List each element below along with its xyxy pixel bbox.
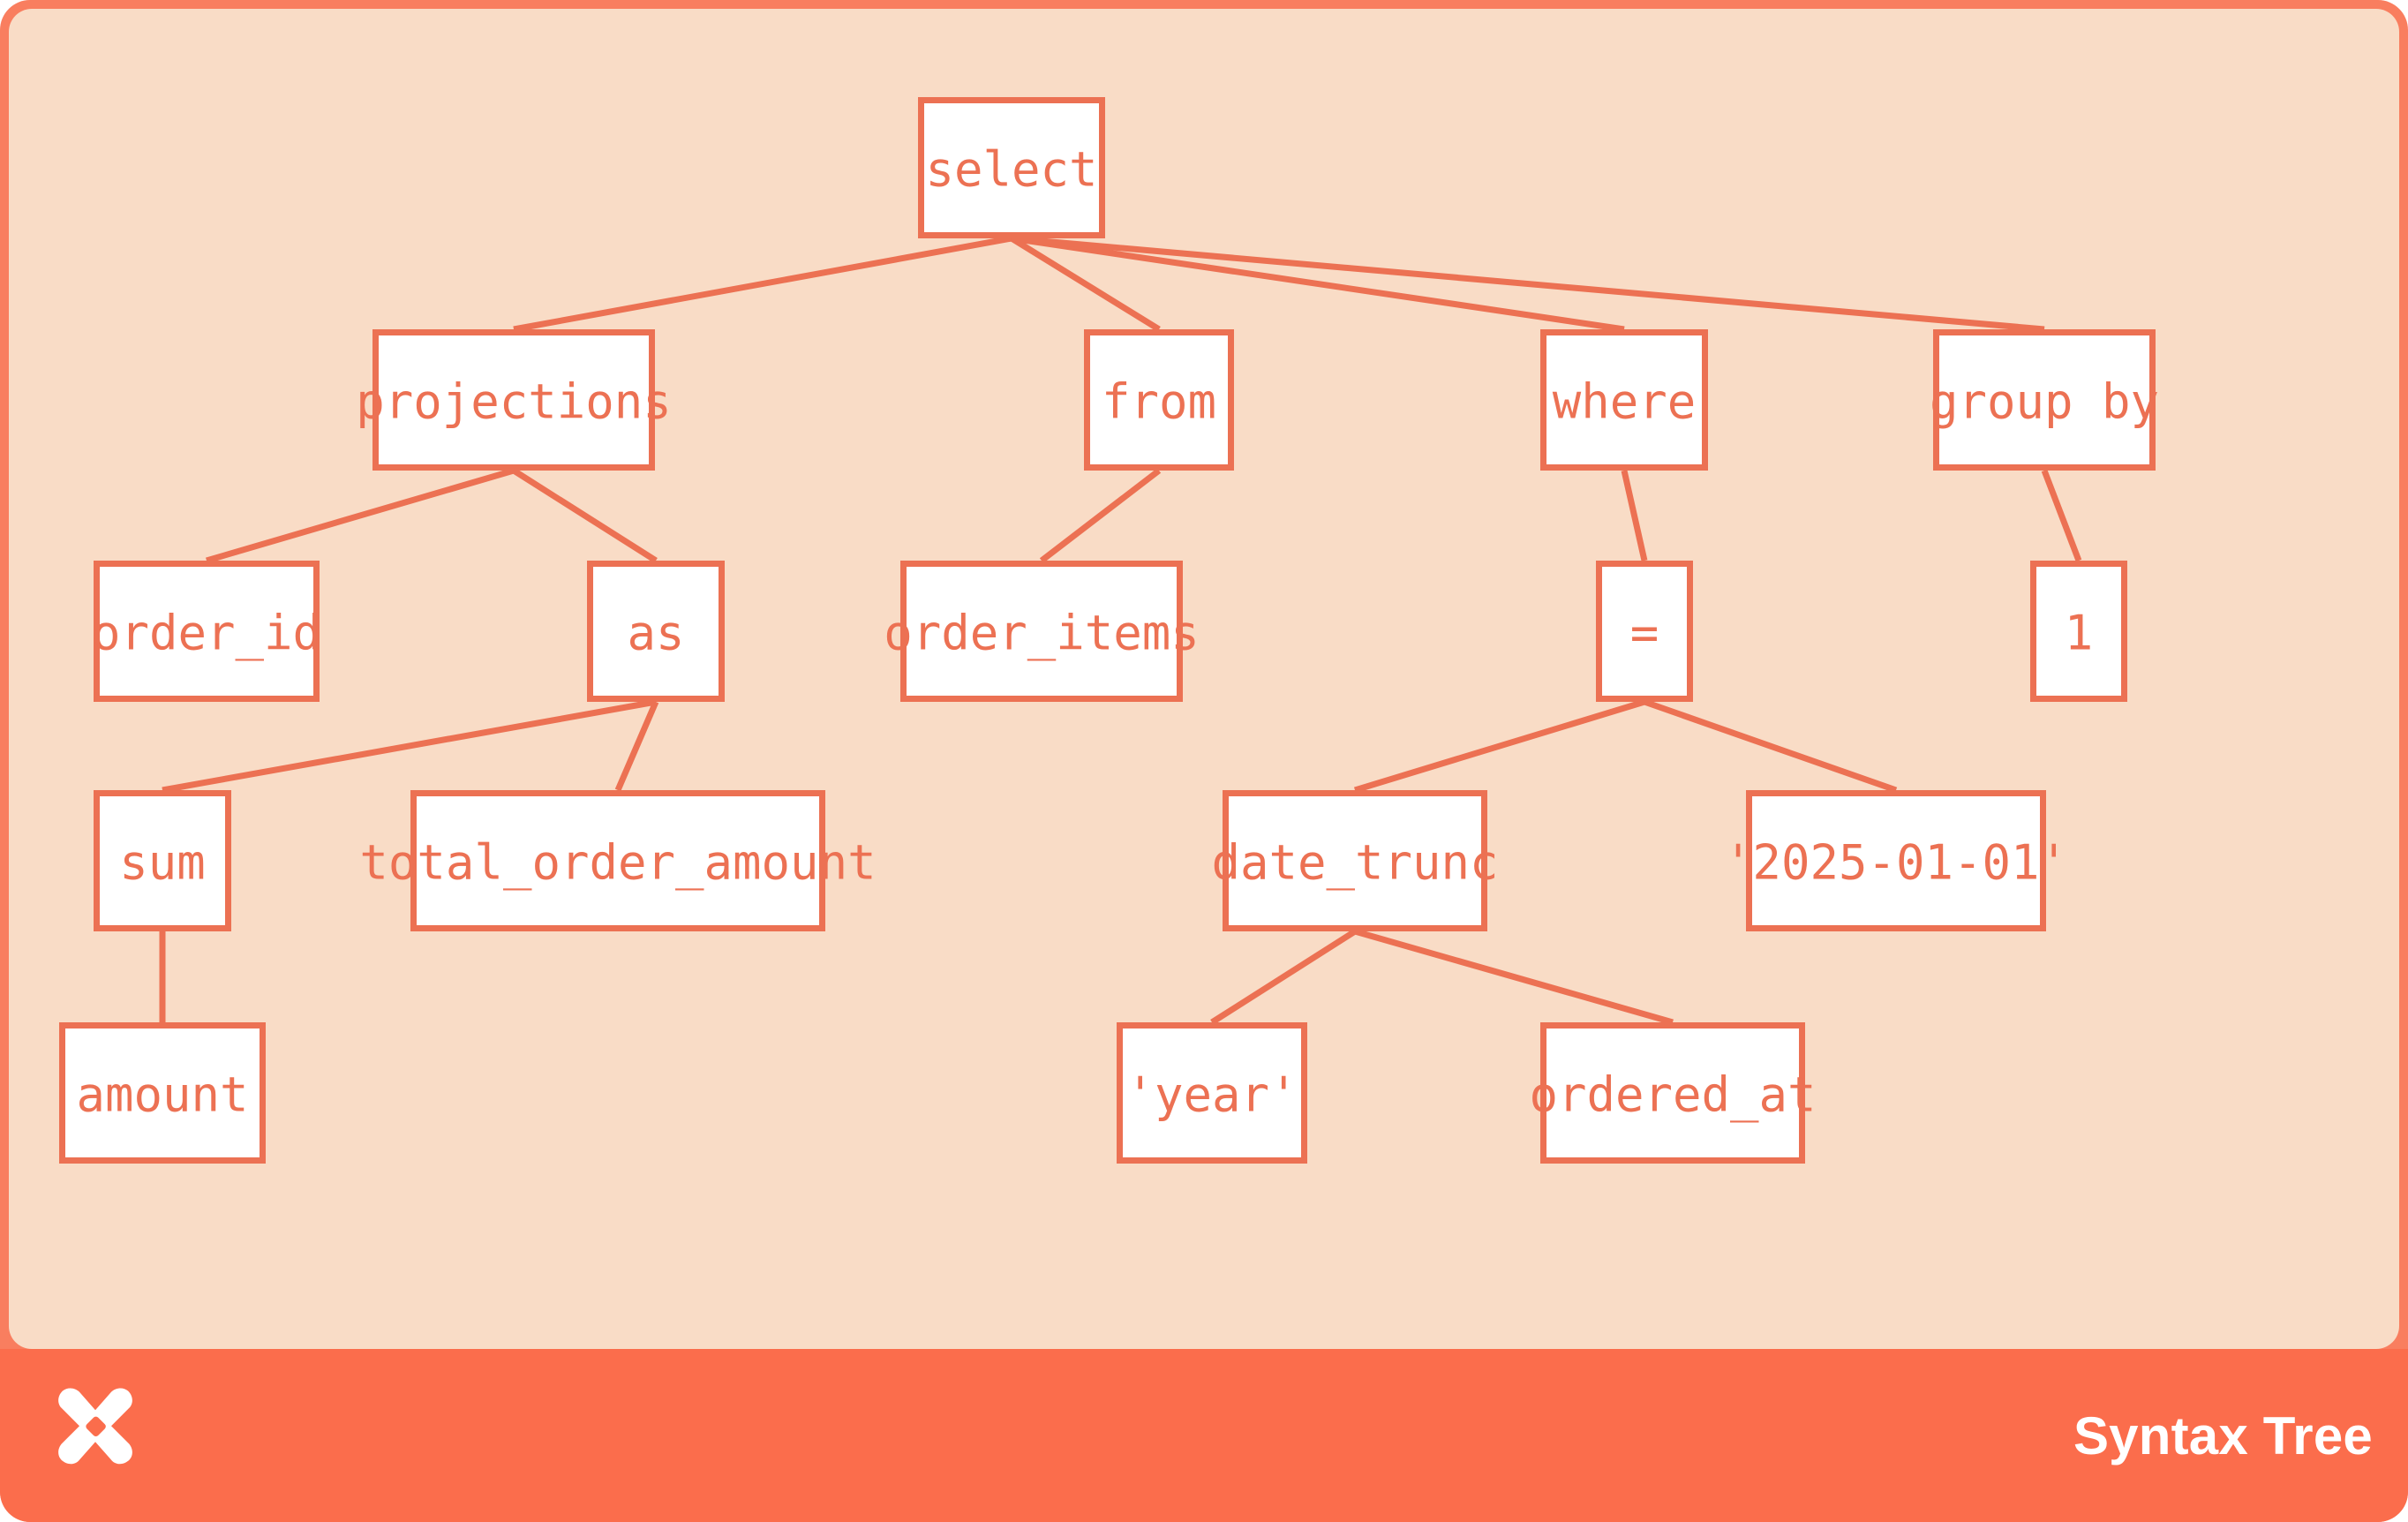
tree-node-box: [1596, 561, 1693, 702]
tree-node-label: where: [1553, 374, 1697, 430]
tree-edge: [1643, 698, 1898, 794]
tree-node-box: [1540, 329, 1708, 471]
tree-node[interactable]: where: [1540, 329, 1708, 471]
tree-node-layer: select projections from where group by order_…: [59, 97, 2159, 1164]
tree-edge: [1010, 236, 1161, 332]
tree-node[interactable]: order_id: [92, 561, 321, 702]
tree-node-box: [94, 561, 320, 702]
tree-node[interactable]: as: [587, 561, 725, 702]
tree-node-label: 1: [2065, 606, 2094, 661]
footer-bar: Syntax Tree: [0, 1349, 2408, 1522]
tree-edge: [1210, 929, 1357, 1025]
tree-node-box: [410, 790, 825, 931]
tree-node[interactable]: group by: [1930, 329, 2159, 471]
tree-edge: [206, 467, 515, 564]
tree-edge: [1354, 928, 1674, 1026]
tree-node[interactable]: select: [918, 97, 1105, 238]
tree-node[interactable]: total_order_amount: [359, 790, 877, 931]
tree-node-label: order_items: [884, 606, 1200, 661]
tree-node[interactable]: order_items: [884, 561, 1200, 702]
tree-node-box: [1540, 1022, 1805, 1164]
tree-edge: [1011, 235, 1625, 333]
tree-node-label: sum: [119, 835, 206, 891]
tree-node-box: [1117, 1022, 1307, 1164]
tree-node-box: [1223, 790, 1487, 931]
tree-edge: [1621, 470, 1648, 561]
tree-node-label: select: [925, 142, 1097, 198]
tree-node-box: [587, 561, 725, 702]
tree-edge: [1039, 468, 1162, 563]
tree-node-label: 'year': [1125, 1067, 1298, 1123]
tree-node-label: amount: [76, 1067, 248, 1123]
tree-edge-layer: [159, 235, 2082, 1026]
tree-node[interactable]: ordered_at: [1529, 1022, 1817, 1164]
tree-node-label: as: [627, 606, 684, 661]
diagram-canvas: select projections from where group by order_…: [9, 9, 2399, 1349]
tree-edge: [614, 700, 659, 792]
tree-node[interactable]: '2025-01-01': [1724, 790, 2068, 931]
tree-node-label: projections: [356, 374, 672, 430]
tree-node-label: total_order_amount: [359, 835, 876, 891]
tree-node-label: ordered_at: [1529, 1067, 1816, 1123]
tree-edge: [1011, 235, 2045, 333]
tree-node[interactable]: projections: [356, 329, 672, 471]
tree-node-box: [900, 561, 1183, 702]
tree-edge: [1353, 698, 1646, 794]
tree-node-label: from: [1102, 374, 1216, 430]
tree-node-box: [2030, 561, 2127, 702]
tree-node-label: group by: [1930, 374, 2159, 430]
tree-node[interactable]: from: [1084, 329, 1234, 471]
tree-node-label: =: [1630, 606, 1659, 661]
tree-node-box: [1933, 329, 2156, 471]
tree-node[interactable]: sum: [94, 790, 231, 931]
tree-node-box: [59, 1022, 266, 1164]
tree-node[interactable]: amount: [59, 1022, 266, 1164]
tree-node-box: [1084, 329, 1234, 471]
tree-node-box: [94, 790, 231, 931]
xplus-star-logo-icon: [58, 1388, 132, 1465]
tree-edge: [513, 235, 1012, 333]
tree-node-label: order_id: [92, 606, 321, 661]
footer-title: Syntax Tree: [2073, 1405, 2373, 1465]
tree-edge: [2041, 469, 2082, 562]
tree-node-box: [1746, 790, 2046, 931]
tree-edge: [512, 468, 658, 563]
tree-edge: [162, 698, 657, 794]
tree-node[interactable]: 'year': [1117, 1022, 1307, 1164]
tree-node-box: [372, 329, 655, 471]
tree-node-label: date_trunc: [1211, 835, 1498, 891]
tree-node[interactable]: =: [1596, 561, 1693, 702]
tree-node-box: [918, 97, 1105, 238]
syntax-tree-graph: select projections from where group by order_…: [59, 97, 2159, 1164]
tree-node-label: '2025-01-01': [1724, 835, 2068, 891]
tree-node[interactable]: date_trunc: [1211, 790, 1499, 931]
tree-node[interactable]: 1: [2030, 561, 2127, 702]
